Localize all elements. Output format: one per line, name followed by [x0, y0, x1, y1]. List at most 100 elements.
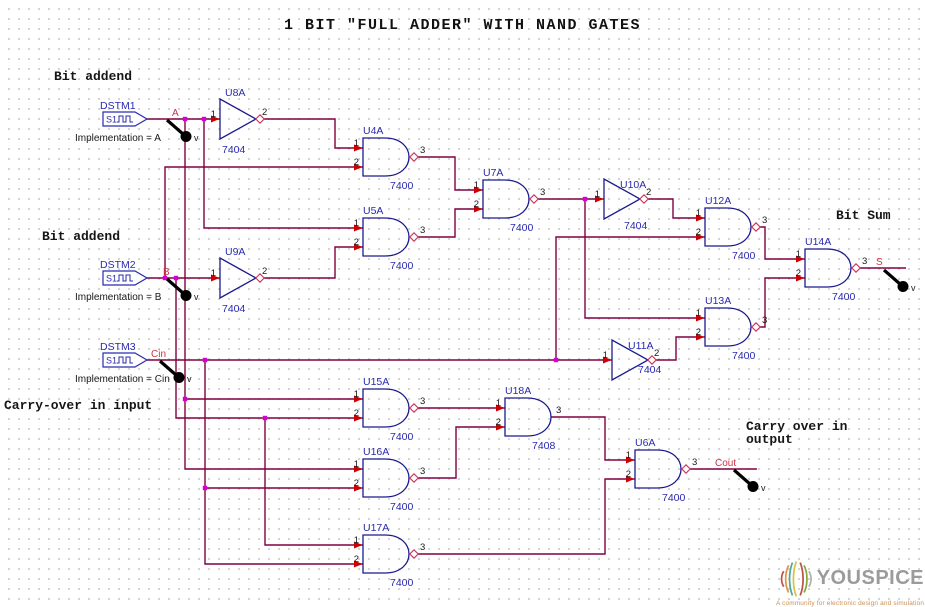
probe-tip: [180, 290, 192, 301]
gate-body: [504, 397, 552, 437]
wire-U17A-out[interactable]: [418, 478, 635, 555]
wire-A[interactable]: [184, 119, 363, 470]
pin-number: 3: [420, 225, 425, 236]
voltage-probe-Cin[interactable]: v: [158, 359, 192, 384]
output-bubble: [681, 464, 691, 474]
wire-U11A-out[interactable]: [656, 336, 705, 361]
square-wave-icon: [117, 356, 133, 364]
input-pin-arrow: [211, 274, 220, 282]
wire-U7A-out[interactable]: [584, 199, 705, 319]
pin-number: 1: [603, 350, 608, 361]
pin-number: 2: [262, 266, 267, 277]
gate-part-number: 7400: [390, 431, 414, 443]
probe-stick: [882, 268, 902, 286]
wire-U13A-out[interactable]: [760, 277, 805, 328]
wire-U8A-out[interactable]: [264, 118, 363, 149]
gate-body: [603, 177, 642, 221]
input-pin-arrow: [796, 274, 805, 282]
probe-tip: [897, 281, 909, 292]
wire-Cin[interactable]: [204, 360, 363, 565]
wire-U4A-out[interactable]: [418, 156, 483, 191]
gate-ref: U16A: [363, 446, 389, 458]
probe-tip: [747, 481, 759, 492]
wire-B[interactable]: [264, 418, 363, 546]
voltage-probe-S[interactable]: v: [882, 268, 916, 293]
input-pin-arrow: [354, 144, 363, 152]
schematic-title: 1 BIT "FULL ADDER" WITH NAND GATES: [283, 17, 642, 34]
junction-dot: [202, 485, 208, 491]
probe-v-label: v: [187, 374, 192, 384]
gate-ref: U12A: [705, 195, 731, 207]
gate-ref: U18A: [505, 385, 531, 397]
junction-dot: [182, 116, 188, 122]
voltage-probe-B[interactable]: v: [165, 277, 199, 302]
wire-A[interactable]: [203, 119, 363, 229]
gate-part-number: 7400: [390, 501, 414, 513]
wire-U18A-out[interactable]: [551, 416, 635, 461]
pin-number: 1: [696, 308, 701, 319]
wire-Cin[interactable]: [555, 236, 705, 360]
input-pin-arrow: [354, 395, 363, 403]
output-bubble: [409, 152, 419, 162]
gate-part-number: 7404: [638, 364, 662, 376]
input-pin-arrow: [354, 163, 363, 171]
pin-number: 2: [354, 408, 359, 419]
gate-ref: U15A: [363, 376, 389, 388]
pin-number: 1: [354, 389, 359, 400]
pin-number: 2: [354, 478, 359, 489]
wire-U16A-out[interactable]: [418, 426, 505, 479]
gate-body: [634, 449, 682, 489]
pin-number: 2: [646, 187, 651, 198]
gate-body: [362, 458, 410, 498]
pin-number: 3: [540, 187, 545, 198]
voltage-probe-A[interactable]: v: [165, 118, 199, 143]
voltage-probe-Cout[interactable]: v: [732, 468, 766, 493]
pin-number: 2: [796, 268, 801, 279]
pin-number: 2: [474, 199, 479, 210]
input-pin-arrow: [696, 233, 705, 241]
gate-part-number: 7400: [662, 492, 686, 504]
square-wave-icon: [117, 274, 133, 282]
annotation-bit-addend-1: Bit addend: [54, 69, 133, 84]
output-bubble: [751, 222, 761, 232]
gate-ref: U11A: [628, 340, 654, 352]
source-implementation: Implementation = Cin: [75, 374, 170, 385]
wire-B[interactable]: [175, 278, 363, 419]
wire-U9A-out[interactable]: [264, 246, 363, 279]
input-pin-arrow: [474, 205, 483, 213]
junction-dot: [553, 357, 559, 363]
wire-U5A-out[interactable]: [418, 208, 483, 238]
probe-stick: [165, 277, 185, 295]
probe-tip: [173, 372, 185, 383]
gate-body: [804, 248, 852, 288]
wire-U12A-out[interactable]: [760, 226, 805, 260]
gate-part-number: 7404: [222, 303, 246, 315]
pin-number: 1: [595, 189, 600, 200]
wire-U10A-out[interactable]: [648, 198, 705, 219]
gate-part-number: 7400: [732, 250, 756, 262]
gate-part-number: 7400: [390, 260, 414, 272]
wire-B[interactable]: [164, 166, 363, 278]
gate-ref: U13A: [705, 295, 731, 307]
input-pin-arrow: [626, 456, 635, 464]
output-bubble: [409, 403, 419, 413]
